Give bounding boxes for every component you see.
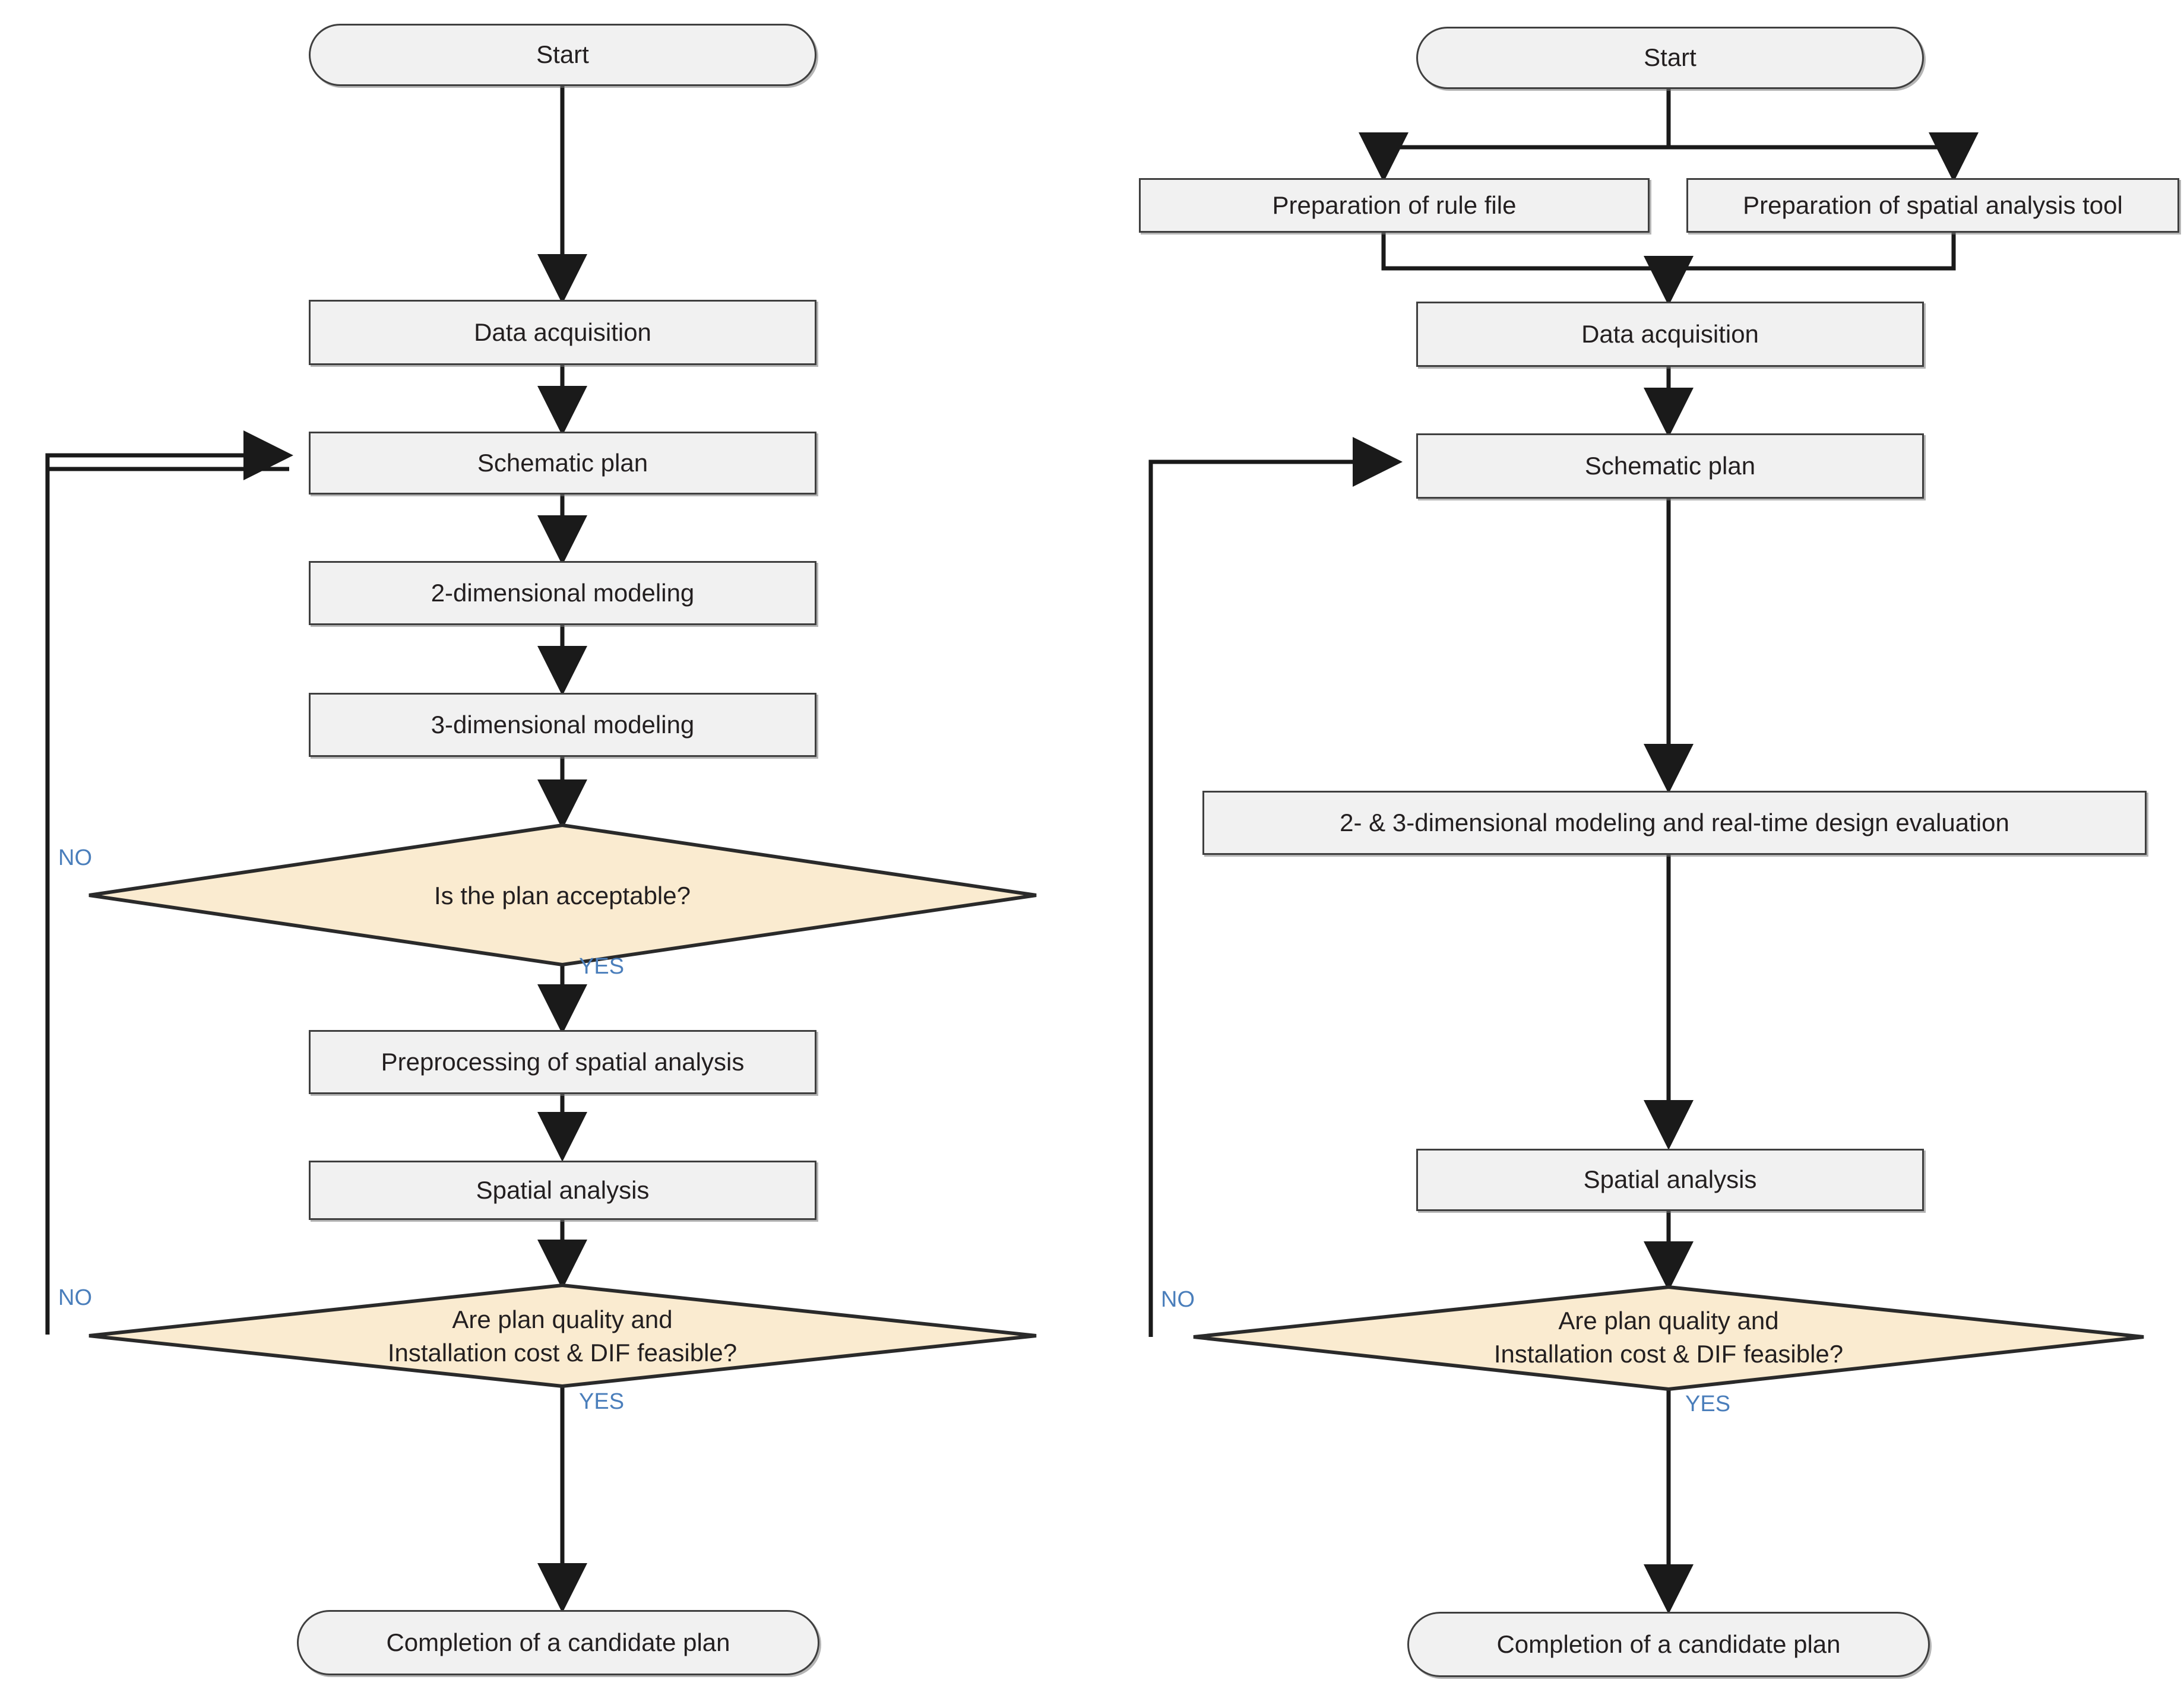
left-2d-modeling-label: 2-dimensional modeling [431, 578, 695, 607]
left-preprocessing-label: Preprocessing of spatial analysis [381, 1047, 745, 1076]
edge-decision2-no-loop [45, 467, 289, 1335]
right-prep-rule-file-node[interactable]: Preparation of rule file [1139, 178, 1650, 233]
edge-r-decision-no-loop [1148, 437, 1403, 1337]
right-modeling-realtime-node[interactable]: 2- & 3-dimensional modeling and real-tim… [1202, 791, 2147, 855]
right-data-acquisition-label: Data acquisition [1581, 319, 1759, 348]
left-edge-label-feasible-no: NO [58, 1285, 92, 1310]
decision-plan-acceptable-shape [88, 823, 1037, 967]
left-schematic-plan-label: Schematic plan [477, 448, 648, 477]
left-schematic-plan-node[interactable]: Schematic plan [309, 432, 816, 495]
left-preprocessing-node[interactable]: Preprocessing of spatial analysis [309, 1030, 816, 1094]
right-start-label: Start [1644, 43, 1696, 72]
right-spatial-analysis-label: Spatial analysis [1583, 1165, 1757, 1194]
decision-feasible-right-shape [1193, 1285, 2144, 1392]
right-completion-node[interactable]: Completion of a candidate plan [1407, 1612, 1930, 1677]
left-start-label: Start [536, 40, 589, 69]
right-schematic-plan-label: Schematic plan [1584, 451, 1756, 480]
right-prep-spatial-tool-node[interactable]: Preparation of spatial analysis tool [1686, 178, 2179, 233]
left-data-acquisition-label: Data acquisition [474, 318, 651, 346]
edge-r-merge-right [1669, 232, 1956, 271]
edge-r-merge-left [1381, 232, 1669, 271]
left-completion-label: Completion of a candidate plan [386, 1628, 730, 1656]
left-start-node[interactable]: Start [309, 24, 816, 86]
right-spatial-analysis-node[interactable]: Spatial analysis [1416, 1149, 1924, 1211]
left-edge-label-feasible-yes: YES [579, 1389, 625, 1414]
edge-decision1-no-loop [45, 430, 293, 895]
edge-r-split-left [1359, 132, 1669, 182]
left-3d-modeling-label: 3-dimensional modeling [431, 710, 695, 739]
left-completion-node[interactable]: Completion of a candidate plan [297, 1610, 819, 1675]
left-spatial-analysis-node[interactable]: Spatial analysis [309, 1161, 816, 1220]
left-3d-modeling-node[interactable]: 3-dimensional modeling [309, 693, 816, 757]
left-2d-modeling-node[interactable]: 2-dimensional modeling [309, 561, 816, 625]
right-prep-spatial-tool-label: Preparation of spatial analysis tool [1743, 191, 2123, 219]
right-schematic-plan-node[interactable]: Schematic plan [1416, 433, 1924, 499]
right-start-node[interactable]: Start [1416, 27, 1924, 89]
right-completion-label: Completion of a candidate plan [1496, 1630, 1841, 1658]
edge-r-split-right [1669, 132, 1979, 182]
left-data-acquisition-node[interactable]: Data acquisition [309, 300, 816, 365]
left-spatial-analysis-label: Spatial analysis [476, 1175, 650, 1204]
right-data-acquisition-node[interactable]: Data acquisition [1416, 302, 1924, 367]
right-edge-label-feasible-no: NO [1161, 1287, 1195, 1312]
right-edge-label-feasible-yes: YES [1685, 1392, 1731, 1416]
left-edge-label-acceptable-no: NO [58, 845, 92, 870]
left-edge-label-acceptable-yes: YES [579, 954, 625, 979]
right-prep-rule-file-label: Preparation of rule file [1272, 191, 1517, 219]
right-modeling-realtime-label: 2- & 3-dimensional modeling and real-tim… [1340, 808, 2009, 836]
decision-feasible-left-shape [88, 1283, 1037, 1389]
